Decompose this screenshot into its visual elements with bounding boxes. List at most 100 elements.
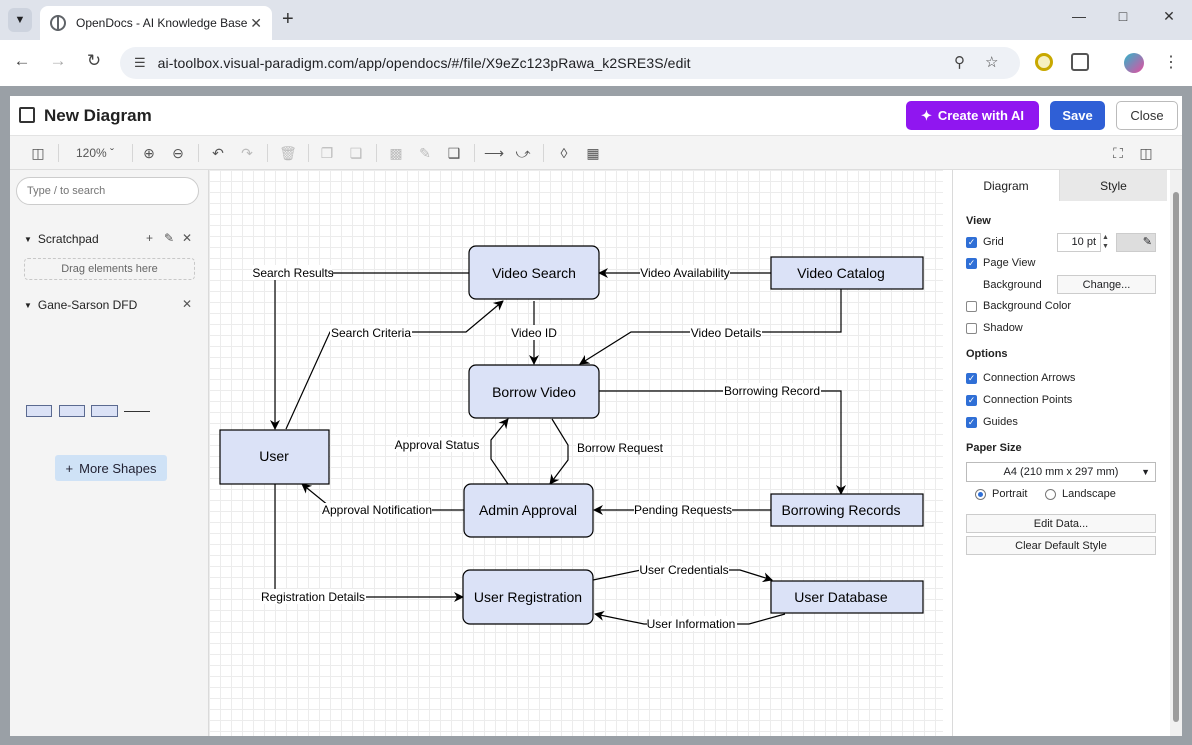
diagram-canvas[interactable]: Video Search Video Catalog Borrow Video … — [209, 170, 943, 736]
forward-arrow-icon[interactable]: → — [49, 51, 67, 70]
view-heading: View — [966, 215, 991, 227]
portrait-radio[interactable] — [975, 488, 986, 500]
clear-default-style-button[interactable]: Clear Default Style — [966, 536, 1156, 555]
close-tab-icon[interactable]: ✕ — [250, 14, 262, 31]
extensions-puzzle-icon[interactable] — [1071, 53, 1089, 71]
edge-search-results[interactable] — [270, 272, 469, 430]
zoom-out-icon[interactable]: ⊖ — [172, 145, 184, 161]
edit-data-button[interactable]: Edit Data... — [966, 514, 1156, 533]
background-color-checkbox[interactable] — [966, 300, 977, 312]
zoom-icon[interactable]: ⚲ — [954, 54, 965, 71]
table-icon[interactable]: ▦ — [586, 145, 600, 161]
grid-size-stepper[interactable]: ▲▼ — [1102, 234, 1109, 250]
node-video-catalog[interactable] — [770, 256, 924, 290]
landscape-option[interactable]: Landscape — [1045, 488, 1116, 500]
extension-icon[interactable] — [1035, 53, 1053, 71]
page-view-checkbox[interactable]: ✓ — [966, 257, 977, 269]
edge-label-borrow-request: Borrow Request — [577, 441, 664, 455]
bookmark-star-icon[interactable]: ☆ — [985, 54, 999, 71]
format-panel-toggle-icon[interactable]: ◫ — [1139, 145, 1153, 161]
grid-checkbox[interactable]: ✓ — [966, 236, 977, 248]
profile-avatar[interactable] — [1124, 53, 1144, 73]
library-header[interactable]: ▼ Gane-Sarson DFD — [24, 298, 137, 312]
node-borrowing-records[interactable] — [770, 493, 924, 527]
reload-icon[interactable]: ↻ — [86, 51, 102, 70]
connection-icon[interactable]: ⟶ — [484, 145, 505, 161]
edge-registration-details[interactable] — [274, 484, 464, 602]
scratchpad-drop-area[interactable]: Drag elements here — [24, 258, 195, 280]
dialog-title: New Diagram — [44, 106, 152, 125]
node-admin-approval[interactable] — [463, 483, 594, 538]
site-info-icon[interactable]: ☰ — [134, 55, 146, 70]
node-user-database[interactable] — [770, 580, 924, 614]
browser-menu-icon[interactable]: ⋮ — [1163, 54, 1179, 71]
connection-points-checkbox[interactable]: ✓ — [966, 394, 977, 406]
edge-borrow-request[interactable] — [549, 418, 569, 485]
paper-size-select[interactable]: A4 (210 mm x 297 mm) ▼ — [966, 462, 1156, 482]
tab-style[interactable]: Style — [1060, 170, 1167, 201]
connection-arrows-row[interactable]: ✓ Connection Arrows — [966, 372, 1075, 384]
shadow-row[interactable]: Shadow — [966, 322, 1023, 334]
scratchpad-header[interactable]: ▼ Scratchpad — [24, 232, 99, 246]
create-with-ai-button[interactable]: ✦ Create with AI — [906, 101, 1039, 130]
edit-pencil-icon[interactable]: ✎ — [164, 231, 175, 245]
back-arrow-icon[interactable]: ← — [13, 51, 31, 70]
background-color-row[interactable]: Background Color — [966, 300, 1071, 312]
close-button[interactable]: Close — [1116, 101, 1178, 130]
edge-approval-status[interactable] — [490, 418, 509, 485]
close-library-icon[interactable]: ✕ — [182, 297, 193, 311]
scrollbar-thumb[interactable] — [1173, 192, 1179, 722]
insert-shape-icon[interactable]: ◊ — [560, 145, 568, 161]
shadow-checkbox[interactable] — [966, 322, 977, 334]
grid-color-picker[interactable]: ✎ — [1116, 233, 1156, 252]
new-tab-button[interactable]: + — [282, 8, 294, 30]
zoom-in-icon[interactable]: ⊕ — [143, 145, 155, 161]
node-borrow-video[interactable] — [468, 364, 600, 419]
shape-thumb-flow[interactable] — [124, 411, 150, 412]
to-back-icon[interactable]: ❏ — [349, 145, 363, 161]
fullscreen-icon[interactable]: ⛶ — [1113, 145, 1123, 161]
vertical-scrollbar[interactable] — [1170, 170, 1182, 736]
edge-borrowing-record[interactable] — [599, 390, 846, 495]
to-front-icon[interactable]: ❐ — [320, 145, 334, 161]
connection-points-row[interactable]: ✓ Connection Points — [966, 394, 1072, 406]
shape-search-input[interactable] — [16, 177, 199, 205]
redo-icon[interactable]: ↷ — [241, 145, 253, 161]
grid-row[interactable]: ✓ Grid — [966, 236, 1004, 248]
toggle-sidebar-icon[interactable]: ◫ — [31, 145, 45, 161]
close-window-button[interactable]: ✕ — [1163, 8, 1175, 24]
add-icon[interactable]: + — [146, 231, 154, 245]
url-text[interactable]: ai-toolbox.visual-paradigm.com/app/opend… — [157, 55, 691, 71]
shapes-sidebar: ▼ Scratchpad + ✎ ✕ Drag elements here ▼ … — [10, 170, 209, 736]
shape-thumb-datastore[interactable] — [91, 405, 118, 417]
maximize-button[interactable]: □ — [1118, 8, 1128, 24]
landscape-radio[interactable] — [1045, 488, 1056, 500]
save-button[interactable]: Save — [1050, 101, 1105, 130]
waypoints-icon[interactable]: ⤻ — [515, 145, 531, 161]
line-color-icon[interactable]: ✎ — [419, 145, 431, 161]
shadow-icon[interactable]: ❑ — [447, 145, 461, 161]
more-shapes-button[interactable]: + More Shapes — [55, 455, 167, 481]
shape-thumb-entity[interactable] — [26, 405, 52, 417]
page-view-row[interactable]: ✓ Page View — [966, 257, 1035, 269]
delete-icon[interactable]: 🗑 — [279, 145, 297, 161]
shape-thumb-process[interactable] — [59, 405, 85, 417]
portrait-option[interactable]: Portrait — [975, 488, 1027, 500]
grid-size-input[interactable]: 10 pt — [1057, 233, 1101, 252]
tab-search-button[interactable]: ▼ — [8, 8, 32, 32]
minimize-button[interactable]: — — [1072, 8, 1086, 24]
guides-checkbox[interactable]: ✓ — [966, 416, 977, 428]
node-user[interactable] — [219, 429, 330, 485]
node-video-search[interactable] — [468, 245, 600, 300]
close-scratchpad-icon[interactable]: ✕ — [182, 231, 193, 245]
connection-arrows-checkbox[interactable]: ✓ — [966, 372, 977, 384]
tab-diagram[interactable]: Diagram — [953, 170, 1060, 201]
node-user-registration[interactable] — [462, 569, 594, 625]
undo-icon[interactable]: ↶ — [212, 145, 224, 161]
url-bar[interactable]: ☰ ai-toolbox.visual-paradigm.com/app/ope… — [120, 47, 1020, 79]
fill-color-icon[interactable]: ▩ — [389, 145, 403, 161]
guides-row[interactable]: ✓ Guides — [966, 416, 1018, 428]
browser-tab[interactable]: OpenDocs - AI Knowledge Base ✕ — [40, 6, 272, 40]
change-background-button[interactable]: Change... — [1057, 275, 1156, 294]
zoom-dropdown[interactable]: 120% ˇ — [75, 146, 115, 160]
